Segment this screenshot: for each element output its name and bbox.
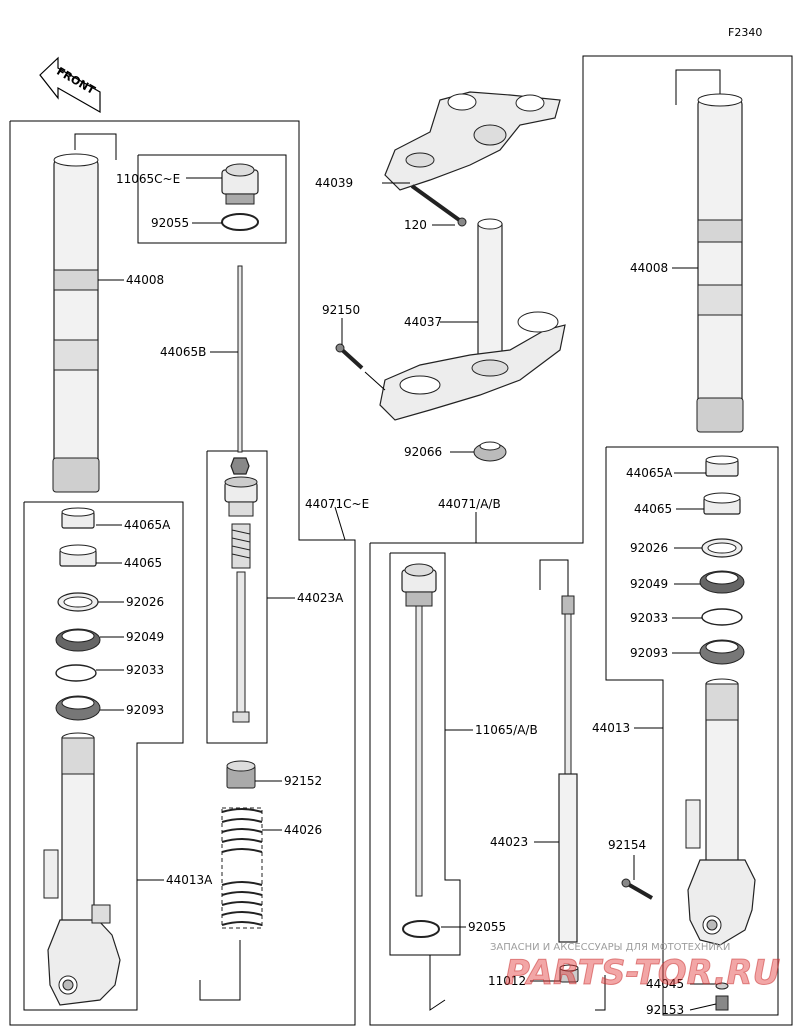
oil-seal-92049-left <box>55 628 101 652</box>
label-92055-top: 92055 <box>151 216 189 230</box>
damper-cartridge <box>558 595 579 983</box>
watermark-line1: ЗАПАСНИ И АКСЕССУАРЫ ДЛЯ МОТОТЕХНИКИ <box>490 942 730 953</box>
snap-ring-92033-left <box>55 664 97 682</box>
label-44045: 44045 <box>646 977 684 991</box>
label-92093-left: 92093 <box>126 703 164 717</box>
nut-92066 <box>473 441 507 462</box>
label-44039: 44039 <box>315 176 353 190</box>
bushing-44065a-right <box>705 455 739 477</box>
label-92055-bottom: 92055 <box>468 920 506 934</box>
label-44013: 44013 <box>592 721 630 735</box>
bolt-92154 <box>621 878 653 900</box>
label-44065a-right: 44065A <box>626 466 673 480</box>
washer-92026-right <box>701 538 743 558</box>
label-44023a: 44023A <box>297 591 344 605</box>
label-44008-right: 44008 <box>630 261 668 275</box>
label-92093-right: 92093 <box>630 646 668 660</box>
fork-spring <box>221 807 263 929</box>
snap-ring-92033-right <box>701 608 743 626</box>
label-44065-left: 44065 <box>124 556 162 570</box>
part-44045 <box>715 982 729 990</box>
label-92026-right: 92026 <box>630 541 668 555</box>
label-11065ab: 11065/A/B <box>475 723 538 737</box>
bolt-92153 <box>715 995 729 1011</box>
dust-seal-92093-left <box>55 695 101 721</box>
label-44065a-left: 44065A <box>124 518 171 532</box>
label-44065-right: 44065 <box>634 502 672 516</box>
steering-stem <box>379 218 566 421</box>
callout-labels: 11065C~E 92055 44008 44065B 44071C~E 440… <box>116 172 684 1017</box>
assembly-frames <box>9 55 793 1026</box>
front-arrow-icon: FRONT <box>39 56 101 114</box>
damper-rod-assembly <box>224 457 258 723</box>
label-92049-right: 92049 <box>630 577 668 591</box>
label-44071ab: 44071/A/B <box>438 497 501 511</box>
nut-92152 <box>226 760 256 789</box>
bolt-120 <box>410 184 467 227</box>
upper-bracket <box>384 91 561 191</box>
inner-tube-left <box>43 732 121 1006</box>
label-44037: 44037 <box>404 315 442 329</box>
label-44026: 44026 <box>284 823 322 837</box>
oil-seal-92049-right <box>699 570 745 594</box>
outer-tube-left <box>52 153 100 493</box>
washer-92026-left <box>57 592 99 612</box>
push-rod <box>237 265 243 453</box>
bushing-44065-right <box>703 492 741 515</box>
label-11065ce: 11065C~E <box>116 172 180 186</box>
label-44008-left: 44008 <box>126 273 164 287</box>
label-11012: 11012 <box>488 974 526 988</box>
dust-seal-92093-right <box>699 639 745 665</box>
watermark-logo: PARTS-TOR.RU <box>505 953 780 993</box>
label-44065b: 44065B <box>160 345 206 359</box>
top-cap-right <box>401 563 440 938</box>
label-92066: 92066 <box>404 445 442 459</box>
outer-tube-right <box>696 93 744 433</box>
leader-lines <box>96 177 717 1011</box>
label-92153: 92153 <box>646 1003 684 1017</box>
watermark: ЗАПАСНИ И АКСЕССУАРЫ ДЛЯ МОТОТЕХНИКИ PAR… <box>490 942 781 994</box>
label-44023: 44023 <box>490 835 528 849</box>
label-92033-right: 92033 <box>630 611 668 625</box>
bolt-92150 <box>335 343 364 370</box>
label-120: 120 <box>404 218 427 232</box>
inner-tube-right <box>685 678 756 946</box>
label-92026-left: 92026 <box>126 595 164 609</box>
bushing-44065-left <box>59 544 97 567</box>
label-92049-left: 92049 <box>126 630 164 644</box>
label-92152: 92152 <box>284 774 322 788</box>
label-92154: 92154 <box>608 838 646 852</box>
figure-code: F2340 <box>728 26 762 39</box>
bushing-44065a-left <box>61 507 95 529</box>
label-92150: 92150 <box>322 303 360 317</box>
top-cap-left <box>221 163 259 231</box>
label-44013a: 44013A <box>166 873 213 887</box>
label-92033-left: 92033 <box>126 663 164 677</box>
label-44071ce: 44071C~E <box>305 497 369 511</box>
